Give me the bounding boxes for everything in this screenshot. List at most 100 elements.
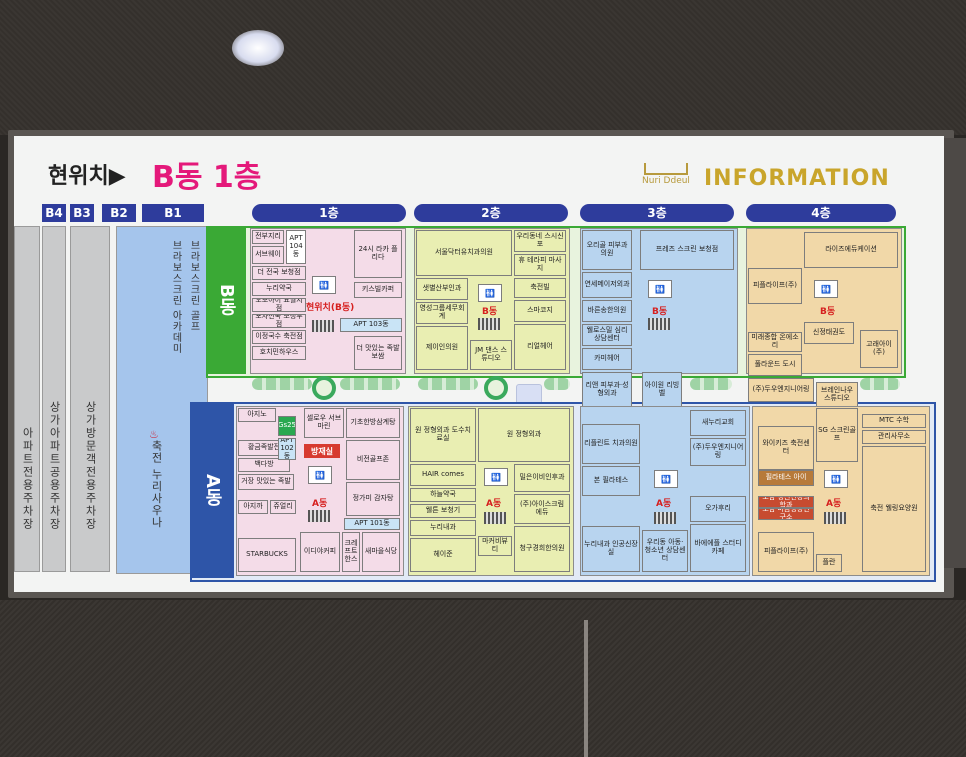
shop: 헤이준 — [410, 538, 476, 572]
b3-column: 상가아파트공용주차장 — [42, 226, 66, 572]
walkway-ring — [312, 376, 336, 400]
shop: 본 필라테스 — [582, 466, 640, 496]
a-dong-marker: A동 — [656, 499, 672, 509]
level-b3: B3 — [70, 204, 94, 222]
shop: 우리동네 스시신포 — [514, 230, 566, 252]
shop: 아지까 — [238, 500, 268, 514]
shop: 기초한방삼계탕 — [346, 408, 400, 438]
shop: 리얼헤어 — [514, 324, 566, 370]
wall-seam — [584, 620, 588, 757]
office: (주)두우엔지니어링 — [748, 378, 814, 402]
b2-label: 상가방문객전용주차장 — [84, 401, 97, 531]
you-are-here-tag: 현위치(B동) — [306, 303, 355, 313]
a-dong-marker: A동 — [312, 499, 328, 509]
shop: 휴 테라피 마사지 — [514, 254, 566, 276]
shop: 플란 — [816, 554, 842, 572]
b-dong-marker: B동 — [652, 307, 668, 317]
stairs-icon — [648, 318, 670, 330]
clinic: 제이인의원 — [416, 326, 468, 370]
shop: 비전골프존 — [346, 440, 400, 480]
walkway-wave — [690, 378, 732, 390]
shop-starbucks: STARBUCKS — [238, 538, 296, 572]
management-office: 관리사무소 — [862, 430, 926, 444]
ceiling-light — [232, 30, 284, 66]
shop: 라이즈에듀케이션 — [804, 232, 898, 268]
walkway-ring — [484, 376, 508, 400]
shop: 미래종합 온에소리 — [748, 332, 802, 352]
shop: 이디야커피 — [300, 532, 340, 572]
walkway-wave — [544, 378, 570, 390]
stairs-icon — [312, 320, 334, 332]
church: 새누리교회 — [690, 410, 746, 436]
shop: 서브웨이 — [252, 246, 284, 264]
level-b2: B2 — [102, 204, 136, 222]
clinic: 누리내과 인공신장실 — [582, 526, 640, 572]
pilates: 필라테스 아이 — [758, 470, 814, 486]
b-dong-marker: B동 — [482, 307, 498, 317]
clinic: 누리내과 — [410, 520, 476, 536]
office: 영성그룹세무회계 — [416, 302, 468, 324]
b2-column: 상가방문객전용주차장 — [70, 226, 110, 572]
shop: 24시 라카 플리다 — [354, 230, 402, 278]
office: 피플라이프(주) — [748, 268, 802, 304]
apt-103: APT 103동 — [340, 318, 402, 332]
building-logo: Nuri Ddeul — [640, 163, 692, 193]
clinic: 청구경희한의원 — [514, 526, 570, 572]
studio: 브레인나우 스튜디오 — [816, 382, 858, 408]
a-dong-marker: A동 — [486, 499, 502, 509]
office: 피플라이프(주) — [758, 532, 814, 572]
b1-golf: 브라보스크린 골프 — [188, 240, 199, 333]
shop: 더 맛있는 족발 보쌈 — [354, 336, 402, 370]
level-2f: 2층 — [414, 204, 568, 222]
shop: 더 전국 보청점 — [252, 266, 306, 280]
a-dong-marker: A동 — [826, 499, 842, 509]
clinic: 밀은이비인후과 — [514, 464, 570, 492]
clinic: 원 정형외과 — [478, 408, 570, 462]
disaster-control-room: 방재실 — [304, 444, 340, 458]
shop: 웰튼 보청기 — [410, 504, 476, 518]
wall-top — [0, 0, 966, 135]
level-3f: 3층 — [580, 204, 734, 222]
apt-102: APT 102동 — [278, 438, 296, 460]
walkway-wave — [340, 378, 400, 390]
center: 웰로스밀 심리상담센터 — [582, 324, 632, 346]
shop: 키스빌카퍼 — [354, 282, 402, 298]
restroom-icon: 🚻 — [824, 470, 848, 488]
shop: 호치민하우스 — [252, 346, 306, 360]
logo-text: Nuri Ddeul — [642, 176, 690, 186]
clinic: 리플린트 치과의원 — [582, 424, 640, 464]
shop: 누리약국 — [252, 282, 306, 296]
b3-label: 상가아파트공용주차장 — [48, 401, 61, 531]
apt-104: APT 104동 — [286, 230, 306, 264]
apt-101: APT 101동 — [344, 518, 400, 530]
current-location-label: 현위치▶ — [48, 164, 126, 189]
restroom-icon: 🚻 — [312, 276, 336, 294]
restroom-icon: 🚻 — [484, 468, 508, 486]
restroom-icon: 🚻 — [654, 470, 678, 488]
clinic: 샛별산부인과 — [416, 278, 468, 300]
office: (주)아이스크림 에듀 — [514, 494, 570, 524]
screen-golf: SG 스크린골프 — [816, 408, 858, 462]
nursing-home: 축전 웰링요양원 — [862, 446, 926, 572]
b4-label: 아파트전용주차장 — [21, 427, 34, 531]
clinic: 마커비뷰티 — [478, 536, 512, 556]
clinic: 서울닥터유치과의원 — [416, 230, 512, 276]
shop: 셀로우 서브마린 — [304, 408, 344, 438]
shop: 카미헤어 — [582, 348, 632, 370]
shop: 프레즈 스크린 보청점 — [640, 230, 734, 270]
shop: JM 댄스 스튜디오 — [470, 340, 512, 370]
academy: MTC 수학 — [862, 414, 926, 428]
stairs-icon — [654, 512, 676, 524]
stairs-icon — [478, 318, 500, 330]
information-title: INFORMATION — [704, 166, 890, 191]
shop: 스마코지 — [514, 300, 566, 322]
clinic: 연세메이저외과 — [582, 272, 632, 298]
restroom-icon: 🚻 — [814, 280, 838, 298]
clinic: 오리골 피부과의원 — [582, 230, 632, 270]
current-floor: B동 1층 — [152, 160, 262, 195]
shop: 오모아이 요월지점 — [252, 298, 306, 312]
shop: 축전빌 — [514, 278, 566, 298]
level-1f: 1층 — [252, 204, 406, 222]
shop: 오가후리 — [690, 496, 746, 522]
level-b1: B1 — [142, 204, 204, 222]
